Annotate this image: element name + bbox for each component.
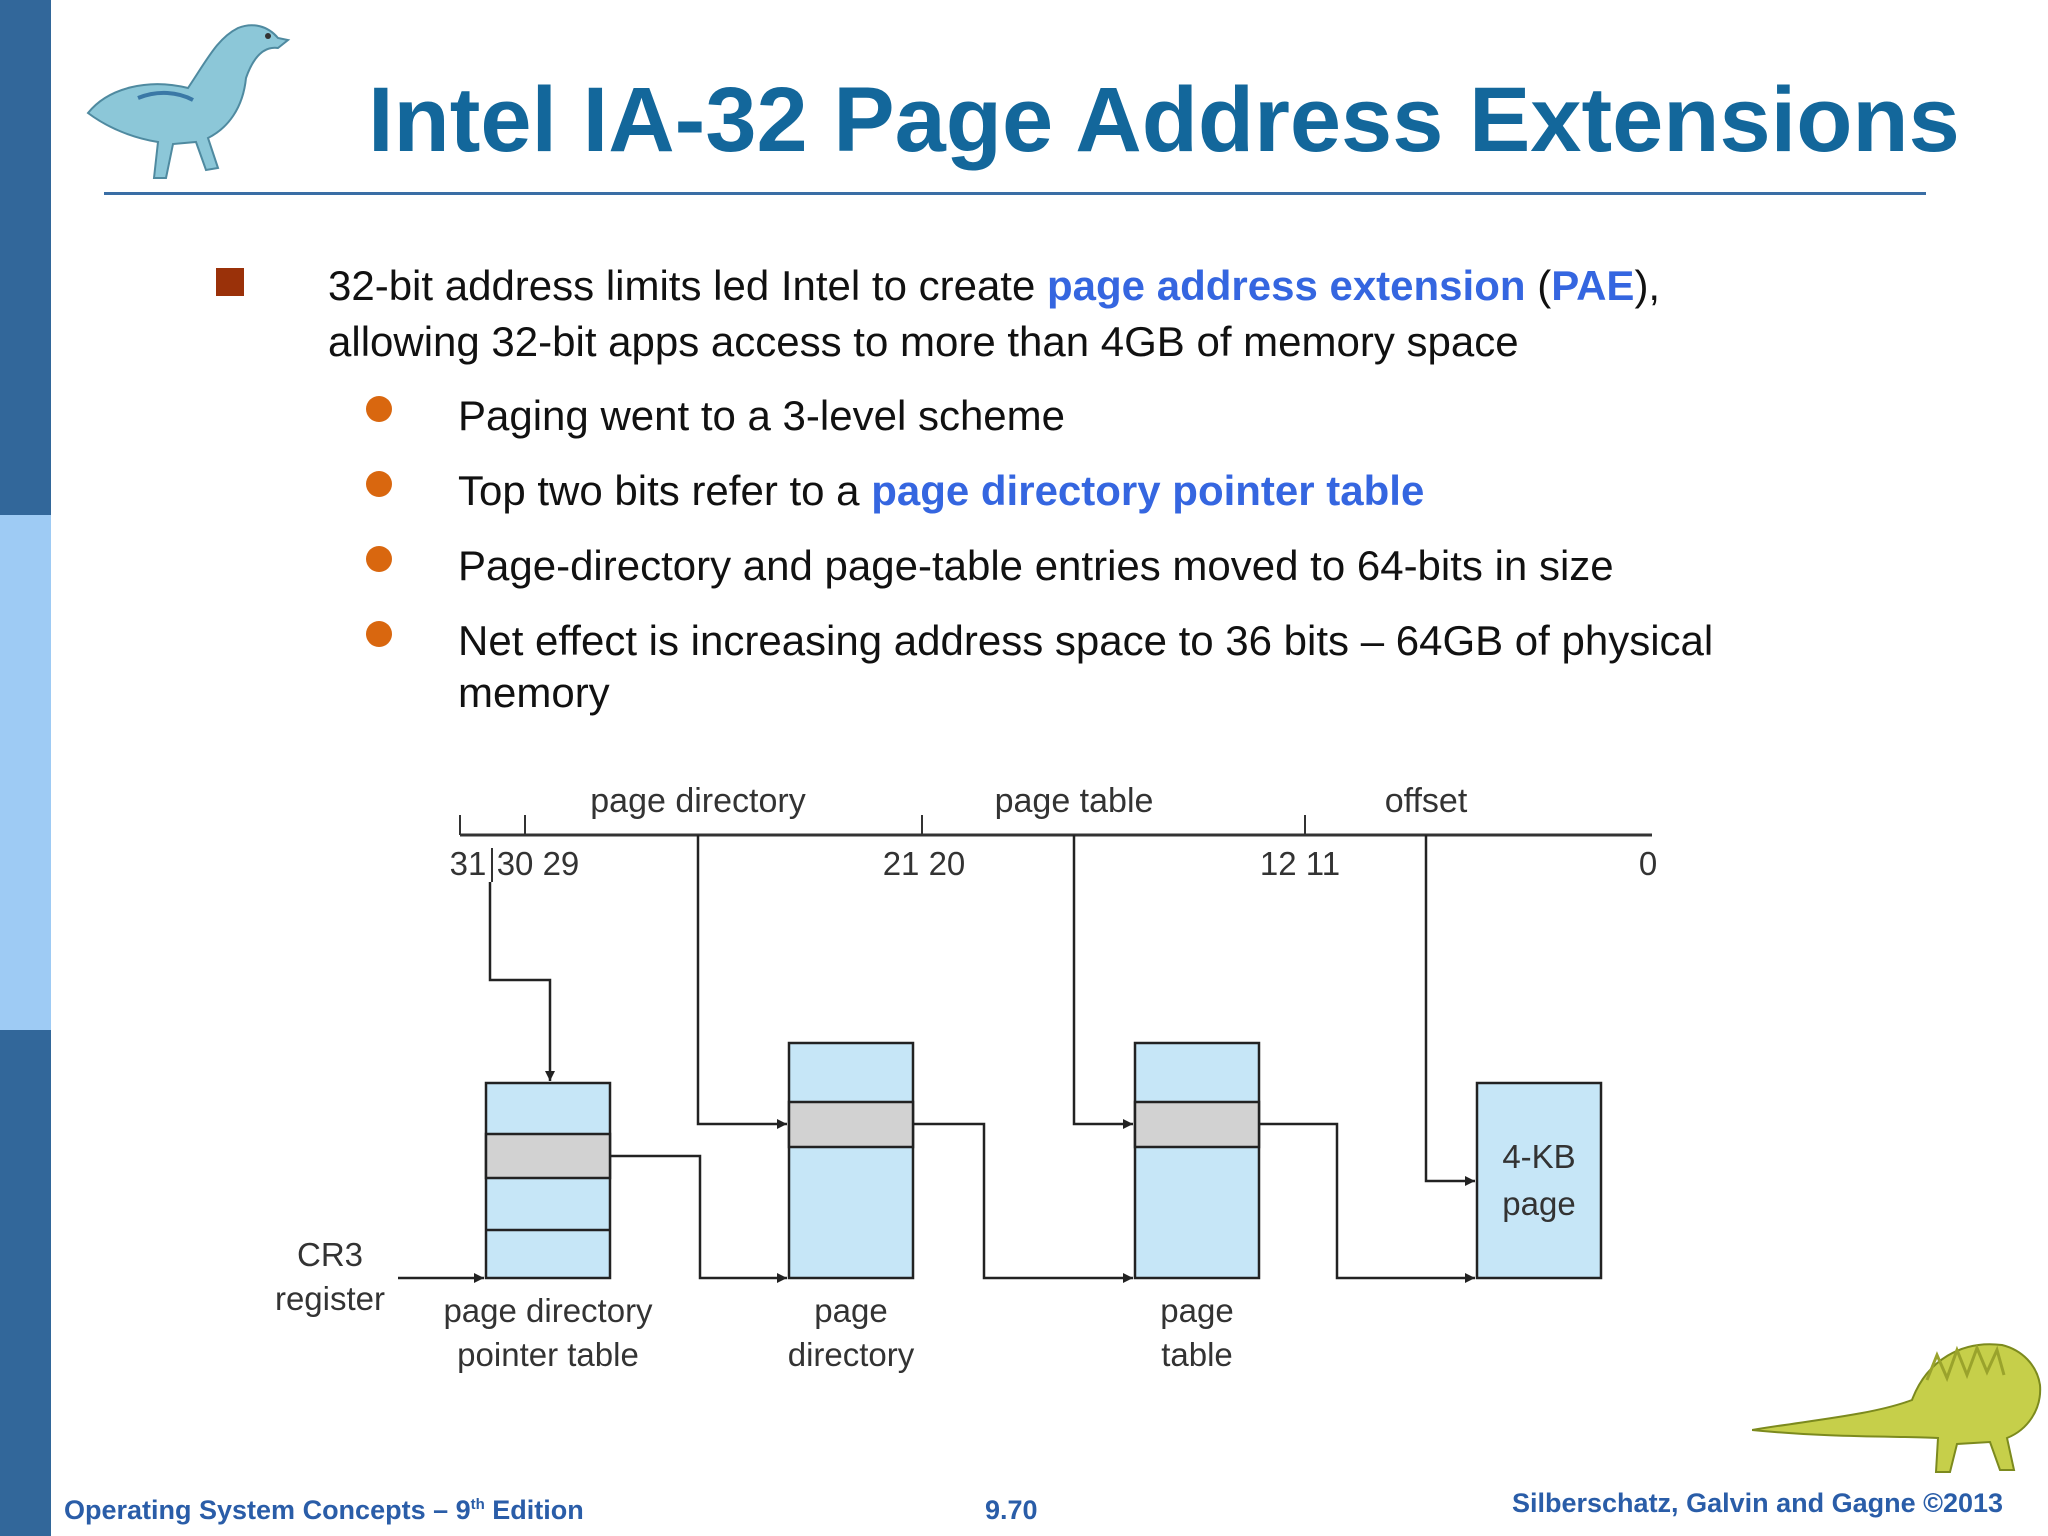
- main-bullet-line2: allowing 32-bit apps access to more than…: [328, 318, 1519, 365]
- footer-book-title-suffix: Edition: [484, 1495, 584, 1525]
- field-label-offset: offset: [1385, 782, 1468, 820]
- slide-number: 9.70: [985, 1495, 1038, 1525]
- pdpt-term: page directory pointer table: [871, 467, 1425, 514]
- arrow-pdpt-to-pd: [610, 1154, 787, 1283]
- 4kb-page-box: [1475, 1081, 1603, 1280]
- pt-label-line1: page: [1160, 1292, 1233, 1329]
- sub-bullet-2: Top two bits refer to a page directory p…: [458, 465, 1878, 517]
- slide-title: Intel IA-32 Page Address Extensions: [368, 69, 1960, 171]
- main-bullet-text: 32-bit address limits led Intel to creat…: [328, 258, 1888, 370]
- 4kb-page-label-line2: page: [1502, 1185, 1575, 1222]
- sub-bullet-dot-icon: [366, 546, 392, 572]
- main-bullet-text-part2: (: [1525, 262, 1552, 309]
- arrow-pt-to-page: [1259, 1122, 1475, 1283]
- pae-term: page address extension: [1047, 262, 1526, 309]
- sub-bullet-3: Page-directory and page-table entries mo…: [458, 542, 1614, 589]
- arrow-pagetable-bits-to-pt: [1072, 835, 1133, 1129]
- page-table-box: [1133, 1041, 1261, 1280]
- side-bar-middle: [0, 515, 51, 1030]
- square-bullet-icon: [216, 268, 244, 296]
- page-directory-box: [787, 1041, 915, 1280]
- main-bullet-text-part1: 32-bit address limits led Intel to creat…: [328, 262, 1048, 309]
- sub-bullet-dot-icon: [366, 621, 392, 647]
- pd-label-line2: directory: [788, 1336, 915, 1373]
- bit-label-12-11: 12 11: [1260, 845, 1340, 882]
- bit-label-0: 0: [1639, 845, 1657, 882]
- bit-label-31: 31: [450, 845, 487, 882]
- footer-book-title-prefix: Operating System Concepts – 9: [64, 1495, 471, 1525]
- pae-abbrev: PAE: [1551, 262, 1635, 309]
- sub-bullet-2-prefix: Top two bits refer to a: [458, 467, 872, 514]
- arrow-pd-to-pt: [913, 1122, 1133, 1283]
- sub-bullet-dot-icon: [366, 396, 392, 422]
- title-underline: [104, 192, 1926, 195]
- sub-bullet-4-line1: Net effect is increasing address space t…: [458, 617, 1714, 664]
- cr3-label-line2: register: [275, 1280, 385, 1317]
- footer-book-title: Operating System Concepts – 9th Edition: [64, 1495, 584, 1526]
- cr3-label-line1: CR3: [297, 1236, 363, 1273]
- side-bar-top: [0, 0, 51, 515]
- arrow-pagedir-bits-to-pd: [696, 835, 787, 1129]
- arrow-offset-to-page: [1424, 835, 1475, 1186]
- bit-label-21-20: 21 20: [883, 845, 966, 882]
- 4kb-page-label-line1: 4-KB: [1502, 1138, 1575, 1175]
- sub-bullet-4: Net effect is increasing address space t…: [458, 615, 1878, 719]
- pdpt-box: [484, 1081, 612, 1280]
- pdpt-label-line1: page directory: [443, 1292, 653, 1329]
- main-bullet-text-part3: ),: [1634, 262, 1661, 309]
- sub-bullet-dot-icon: [366, 471, 392, 497]
- dinosaur-logo-bottom: [1752, 1343, 2042, 1473]
- pt-label-line2: table: [1161, 1336, 1233, 1373]
- pdpt-label-line2: pointer table: [457, 1336, 639, 1373]
- dinosaur-logo: [86, 24, 291, 179]
- field-label-page-directory: page directory: [590, 782, 805, 820]
- footer-authors: Silberschatz, Galvin and Gagne ©2013: [1512, 1488, 2004, 1518]
- sub-bullet-1: Paging went to a 3-level scheme: [458, 392, 1066, 439]
- arrow-bits-to-pdpt: [488, 882, 555, 1081]
- pd-label-line1: page: [814, 1292, 887, 1329]
- bit-label-30-29: 30 29: [497, 845, 580, 882]
- sub-bullet-4-line2: memory: [458, 669, 610, 716]
- footer-edition-sup: th: [470, 1496, 485, 1513]
- field-label-page-table: page table: [995, 782, 1154, 820]
- side-bar-bottom: [0, 1030, 51, 1536]
